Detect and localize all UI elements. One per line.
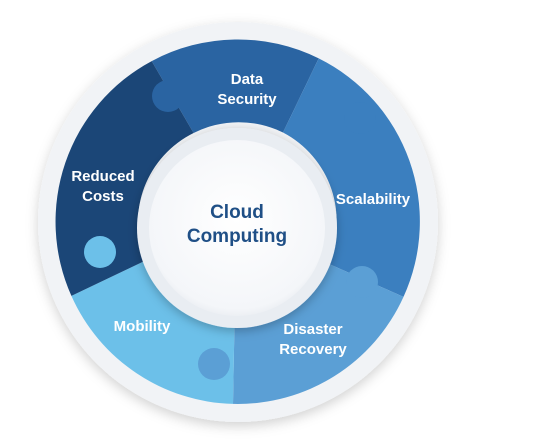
segment-reduced-costs bbox=[55, 61, 194, 296]
label-reduced-costs-line1: Reduced bbox=[71, 168, 134, 185]
center-title-line1: Cloud bbox=[210, 202, 264, 223]
label-mobility: Mobility bbox=[114, 318, 171, 335]
segment-scalability bbox=[283, 58, 420, 297]
puzzle-knob-mobility bbox=[84, 236, 116, 268]
puzzle-segments bbox=[55, 39, 420, 404]
label-reduced-costs-line2: Costs bbox=[82, 188, 124, 205]
segment-data-security bbox=[151, 39, 319, 133]
puzzle-knob-disaster-recovery bbox=[346, 266, 378, 298]
puzzle-knob-disaster-recovery-2 bbox=[198, 348, 230, 380]
segment-disaster-recovery bbox=[233, 263, 404, 404]
label-data-security-line1: Data bbox=[231, 71, 264, 88]
center-circle bbox=[149, 140, 325, 316]
label-disaster-recovery-line2: Recovery bbox=[279, 341, 347, 358]
segment-mobility bbox=[71, 260, 235, 404]
label-disaster-recovery-line1: Disaster bbox=[283, 321, 342, 338]
puzzle-knob-scalability bbox=[344, 102, 376, 134]
label-data-security-line2: Security bbox=[217, 91, 277, 108]
puzzle-knob-data-security bbox=[152, 80, 184, 112]
label-scalability: Scalability bbox=[336, 191, 411, 208]
center-title-line2: Computing bbox=[187, 226, 287, 247]
